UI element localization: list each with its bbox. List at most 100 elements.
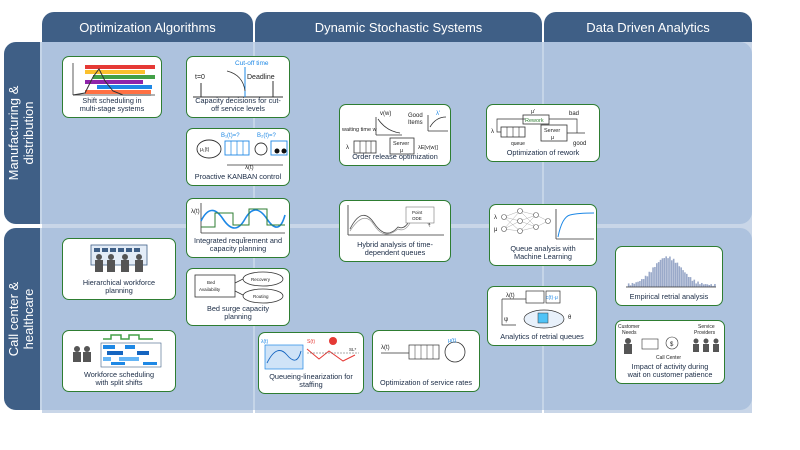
caption-service-rates: Optimization of service rates [375,379,477,388]
card-rework[interactable]: μ' Rework bad λ queue Server μ good Opti… [486,104,600,162]
histogram-bar [695,283,697,287]
lambda-label: λ [494,215,497,221]
card-kanban[interactable]: B₁(t)=? B₂(t)=? μ₁(t) λ(t) Proactive KAN… [186,128,290,186]
histogram-bar [680,267,682,287]
column-header-data: Data Driven Analytics [544,12,752,42]
histogram-bar [682,270,684,287]
card-hierarchical-workforce[interactable]: Hierarchical workforce planning [62,238,176,300]
caption-line: Queueing-linearization for [269,371,353,381]
histogram-bar [684,272,686,287]
order-release-illustration: v(w) waiting time w Good Items λ' λ Serv… [341,111,448,155]
histogram-bar [657,262,660,287]
caption-line: off service levels [211,104,265,114]
good-label: good [573,141,586,147]
mu-label: μ [551,135,554,141]
histogram-bar [672,258,675,287]
mu-prime-label: μ' [531,109,535,115]
caption-retrial: Analytics of retrial queues [490,333,594,342]
histogram-bar [650,272,652,287]
card-bed-surge[interactable]: Bed Availability Recovery Routing Bed su… [186,268,290,326]
cmu-label: c(t)·μ [546,295,558,301]
card-split-shifts[interactable]: Workforce scheduling with split shifts [62,330,176,392]
histogram-bar [631,282,634,287]
card-retrial-queues[interactable]: λ(t) c(t)·μ ψ θ Analytics of retrial que… [487,286,597,346]
availability-label: Availability [199,287,221,292]
histogram-bar [652,267,654,287]
card-shift-scheduling[interactable]: Shift scheduling in multi-stage systems [62,56,162,118]
card-order-release[interactable]: v(w) waiting time w Good Items λ' λ Serv… [339,104,451,166]
impact-activity-illustration: Customer Needs Service Providers $ Call … [618,324,719,361]
customer-needs-line2: Needs [622,330,637,336]
row-label-line1: Call center & [6,281,21,357]
server-label: Server [393,141,409,147]
histogram-bar [693,279,696,287]
histogram-bar [639,281,641,287]
queueing-linearization-illustration: λ(t) S(t) SL* [261,337,359,370]
histogram-bar [659,259,662,287]
split-shifts-illustration [73,334,162,368]
recovery-label: Recovery [251,277,271,282]
histogram-bar [667,258,669,287]
histogram-bar [676,262,679,287]
caption-capacity-decisions: Capacity decisions for cut- off service … [189,96,287,114]
card-integrated-planning[interactable]: λ(t) τ Integrated requirement and capaci… [186,198,290,258]
column-header-dynamic: Dynamic Stochastic Systems [255,12,542,42]
card-impact-activity[interactable]: Customer Needs Service Providers $ Call … [615,320,725,384]
service-providers-line1: Service [698,324,715,330]
t0-label: t=0 [195,74,205,81]
histogram-bar [642,279,645,287]
caption-qlin: Queueing-linearization for staffing [261,371,361,390]
histogram-bar [665,256,667,287]
card-hybrid-analysis[interactable]: Point ODE Hybrid analysis of time- depen… [339,200,451,262]
card-machine-learning[interactable]: λ μ Queue analysis with Machine Learning [489,204,597,266]
svg-text:$: $ [670,342,674,348]
caption-rework: Optimization of rework [489,149,597,158]
card-service-rates[interactable]: λ(t) μ(t) Optimization of service rates [372,330,480,392]
histogram-bar [710,284,712,287]
queue-label: queue [511,141,525,147]
histogram-bar [633,283,636,287]
caption-line: dependent queues [364,248,426,258]
caption-kanban: Proactive KANBAN control [189,173,287,182]
histogram-bar [714,283,716,287]
server-label: Server [544,128,560,134]
items-label: Items [408,120,423,126]
caption-line: Shift scheduling in [82,95,142,105]
row-label-line2: distribution [21,101,36,165]
st-label: S(t) [307,339,315,345]
histogram-bar [656,263,658,287]
deadline-label: Deadline [247,74,275,81]
caption-line: planning [224,312,252,322]
histogram-bar [663,258,666,287]
bed-label: Bed [207,280,216,285]
row-tab-callcenter: Call center & healthcare [4,228,40,410]
caption-line: wait on customer patience [627,370,713,380]
lambda-label: λ [491,129,494,135]
histogram-bar [646,276,649,287]
histogram-bar [654,266,656,287]
card-queueing-linearization[interactable]: λ(t) S(t) SL* Queueing-linearization for… [258,332,364,394]
card-capacity-decisions[interactable]: Cut-off time t=0 Deadline Capacity decis… [186,56,290,118]
caption-line: Bed surge capacity [206,303,270,313]
row-label-callcenter: Call center & healthcare [6,229,38,409]
lt-label: λ(t) [381,345,390,351]
tau-label: τ [243,237,246,243]
histogram-bar [687,276,690,287]
card-empirical-retrial[interactable]: Empirical retrial analysis [615,246,723,306]
b2-label: B₂(t)=? [257,133,276,139]
bad-label: bad [569,111,579,117]
lambda-label: λ(t) [245,165,254,171]
row-tab-manufacturing: Manufacturing & distribution [4,42,40,224]
histogram-bar [704,284,707,287]
mu-label: μ [494,227,498,233]
lambda-label: λ [346,145,349,151]
retrial-queues-illustration: λ(t) c(t)·μ ψ θ [501,290,572,329]
histogram-bar [691,280,694,287]
caption-line: capacity planning [209,244,267,254]
lambda-label: λ(t) [506,293,515,299]
histogram-bar [712,285,714,287]
caption-line: Empirical retrial analysis [629,292,709,302]
histogram-bar [648,271,651,287]
vw-label: v(w) [380,111,391,117]
mt-label: μ(t) [448,338,457,344]
